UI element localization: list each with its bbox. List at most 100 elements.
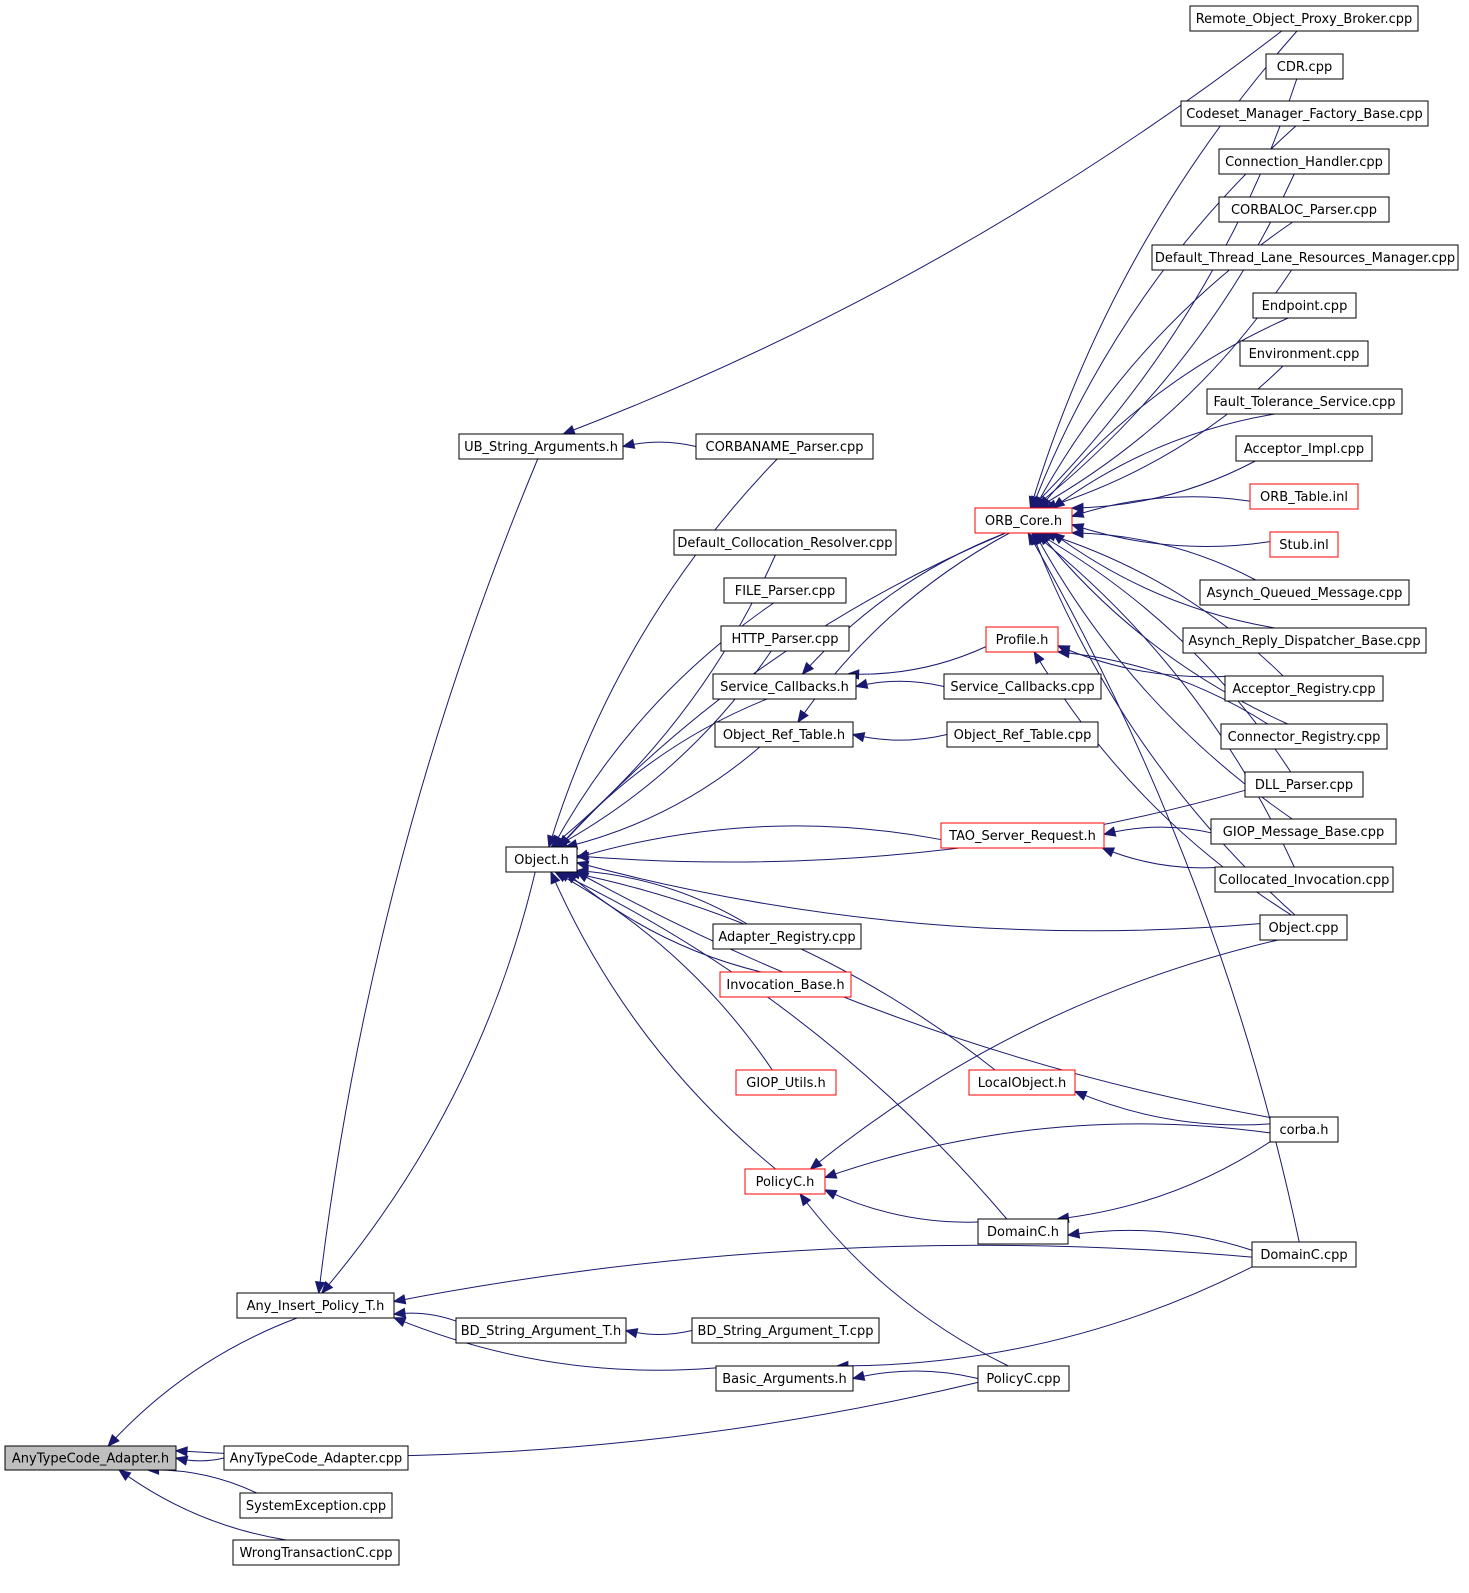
node-root[interactable]: AnyTypeCode_Adapter.h [4,1445,177,1471]
edge-collinv-to-taosrv [1102,847,1225,869]
node-endpoint[interactable]: Endpoint.cpp [1252,292,1357,319]
node-box [974,507,1073,534]
node-asyncr[interactable]: Asynch_Reply_Dispatcher_Base.cpp [1182,627,1427,654]
node-policych[interactable]: PolicyC.h [744,1168,826,1195]
node-label: Any_Insert_Policy_T.h [247,1299,385,1314]
node-label: Codeset_Manager_Factory_Base.cpp [1186,107,1423,122]
node-svccbh[interactable]: Service_Callbacks.h [712,673,857,700]
arrowhead-basicargs-to-anyins [392,1317,407,1327]
node-box [673,529,897,556]
arrowhead-domainch-to-policych [823,1189,838,1200]
node-orbtable[interactable]: ORB_Table.inl [1249,483,1359,510]
edge-objh-to-anyins [321,871,536,1294]
node-connreg[interactable]: Connector_Registry.cpp [1220,723,1388,750]
node-policyccpp[interactable]: PolicyC.cpp [977,1365,1070,1392]
node-acceptorimpl[interactable]: Acceptor_Impl.cpp [1235,435,1373,462]
node-dllparser[interactable]: DLL_Parser.cpp [1244,771,1364,798]
node-box [1252,292,1357,319]
node-orbcore[interactable]: ORB_Core.h [974,507,1073,534]
edge-domainch-to-policych [824,1189,979,1223]
node-invbase[interactable]: Invocation_Base.h [719,971,852,998]
node-label: Environment.cpp [1249,347,1360,362]
node-cdr[interactable]: CDR.cpp [1265,53,1344,80]
node-label: Asynch_Reply_Dispatcher_Base.cpp [1188,634,1420,649]
arrowhead-objcpp-to-profileh [1033,650,1045,665]
node-giopmsg[interactable]: GIOP_Message_Base.cpp [1210,818,1397,845]
node-faulttol[interactable]: Fault_Tolerance_Service.cpp [1206,388,1403,415]
node-defthread[interactable]: Default_Thread_Lane_Resources_Manager.cp… [1151,244,1459,271]
arrowhead-asyncq-to-orbcore [1070,527,1084,539]
node-corbah[interactable]: corba.h [1269,1116,1339,1143]
node-profileh[interactable]: Profile.h [985,626,1059,653]
node-label: SystemException.cpp [246,1499,386,1514]
node-domainccpp[interactable]: DomainC.cpp [1251,1241,1357,1268]
node-fileparser[interactable]: FILE_Parser.cpp [723,577,847,604]
node-objrefh[interactable]: Object_Ref_Table.h [714,721,854,748]
node-label: FILE_Parser.cpp [735,584,836,599]
node-taosrv[interactable]: TAO_Server_Request.h [940,822,1105,849]
edge-basicargs-to-anyins [393,1317,717,1371]
node-asyncq[interactable]: Asynch_Queued_Message.cpp [1199,579,1410,606]
node-label: DomainC.cpp [1260,1248,1347,1263]
node-sysexc[interactable]: SystemException.cpp [239,1492,393,1519]
edge-giopmsg-to-taosrv [1103,826,1212,835]
node-localobj[interactable]: LocalObject.h [968,1069,1076,1096]
edge-giopu-to-objh [554,871,773,1071]
node-box [1210,818,1397,845]
node-label: DomainC.h [987,1225,1059,1240]
node-label: CDR.cpp [1277,60,1332,75]
node-svccbcpp[interactable]: Service_Callbacks.cpp [943,673,1102,700]
node-domainch[interactable]: DomainC.h [977,1218,1069,1245]
arrowhead-domainccpp-to-orbcore [1027,531,1039,546]
node-box [968,1069,1076,1096]
node-label: Object.cpp [1268,921,1338,936]
node-connh[interactable]: Connection_Handler.cpp [1218,148,1390,175]
node-bdstrcpp[interactable]: BD_String_Argument_T.cpp [691,1317,880,1344]
node-corbaname[interactable]: CORBANAME_Parser.cpp [695,433,874,460]
edge-objcpp-to-objh [576,862,1261,932]
node-stub[interactable]: Stub.inl [1269,531,1339,558]
node-collinv[interactable]: Collocated_Invocation.cpp [1214,866,1394,893]
edge-wrongtx-to-root [118,1469,287,1541]
node-box [1249,483,1359,510]
node-wrongtx[interactable]: WrongTransactionC.cpp [232,1539,400,1566]
edge-remote-to-orbcore [1030,30,1298,509]
node-label: GIOP_Message_Base.cpp [1223,825,1384,840]
edge-acceptorreg-to-profileh [1057,645,1233,678]
node-label: Object.h [514,853,569,868]
node-label: Object_Ref_Table.h [723,728,845,743]
node-objh[interactable]: Object.h [505,846,578,873]
node-label: Service_Callbacks.cpp [950,680,1094,695]
node-defcoll[interactable]: Default_Collocation_Resolver.cpp [673,529,897,556]
node-httpparser[interactable]: HTTP_Parser.cpp [720,625,850,652]
node-objcpp[interactable]: Object.cpp [1259,914,1348,941]
edge-endpoint-to-orbcore [1039,317,1289,509]
node-bdstrh[interactable]: BD_String_Argument_T.h [455,1317,627,1344]
node-objrefcpp[interactable]: Object_Ref_Table.cpp [946,721,1099,748]
node-layer: AnyTypeCode_Adapter.h AnyTypeCode_Adapter… [4,5,1459,1566]
node-remote[interactable]: Remote_Object_Proxy_Broker.cpp [1189,5,1419,32]
node-codeset[interactable]: Codeset_Manager_Factory_Base.cpp [1180,100,1429,127]
edge-corbah-to-domainch [1057,1141,1271,1220]
node-box [744,1168,826,1195]
edge-policyccpp-to-root [175,1381,979,1457]
node-ubstr[interactable]: UB_String_Arguments.h [458,433,624,460]
node-adapterreg[interactable]: Adapter_Registry.cpp [712,923,862,950]
node-label: WrongTransactionC.cpp [239,1546,392,1561]
node-label: Object_Ref_Table.cpp [954,728,1092,743]
arrowhead-objh-to-anyins [320,1280,334,1295]
edge-objrefcpp-to-objrefh [852,734,948,741]
node-acceptorreg[interactable]: Acceptor_Registry.cpp [1224,675,1384,702]
arrowhead-faulttol-to-orbcore [1051,496,1066,509]
node-environment[interactable]: Environment.cpp [1239,340,1369,367]
node-atc_cpp[interactable]: AnyTypeCode_Adapter.cpp [223,1445,409,1471]
edge-taosrv-to-objh [576,825,942,859]
edge-domainch-to-objh [557,871,1008,1220]
node-anyins[interactable]: Any_Insert_Policy_T.h [236,1292,395,1319]
node-giopu[interactable]: GIOP_Utils.h [735,1069,837,1096]
node-corbaloc[interactable]: CORBALOC_Parser.cpp [1218,196,1390,223]
edge-objcpp-to-policych [810,939,1279,1170]
node-basicargs[interactable]: Basic_Arguments.h [715,1365,854,1392]
edge-asyncr-to-orbcore [1052,532,1276,629]
edge-svccbcpp-to-svccbh [855,680,945,687]
